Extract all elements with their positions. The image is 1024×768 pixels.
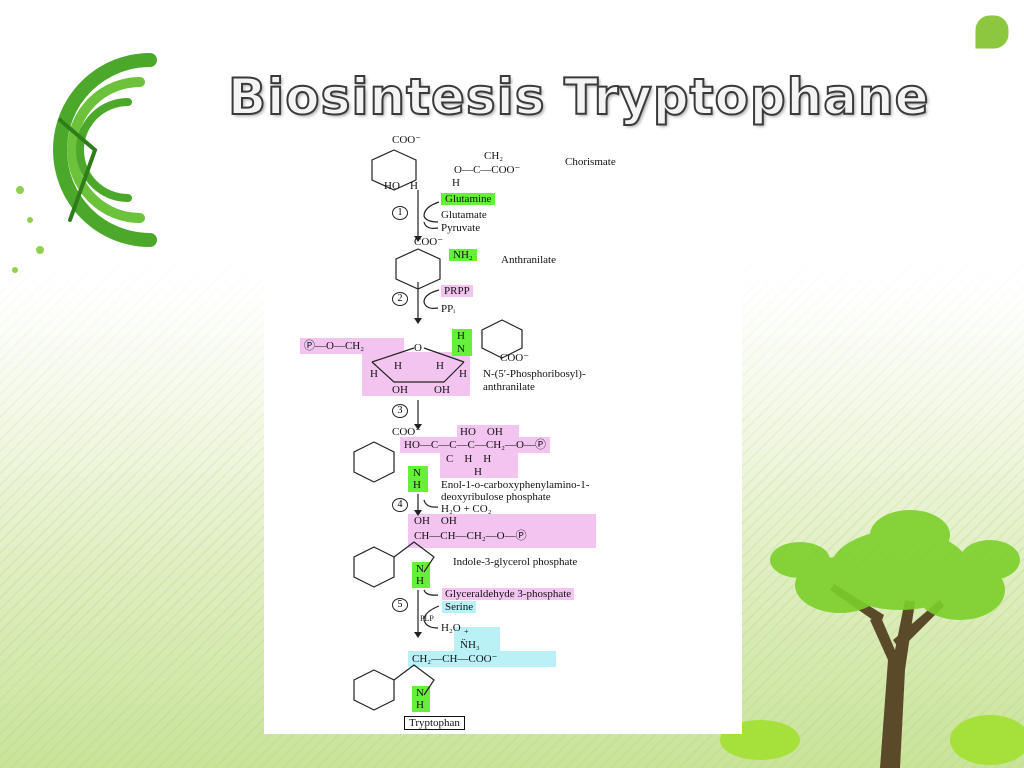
pra-h3: H: [436, 360, 444, 372]
highlight-phosphate: [300, 338, 404, 354]
cdrp-row2: C H H: [446, 453, 492, 465]
highlight-cdrp-bottom: [440, 452, 518, 478]
anthranilate-coo: COO⁻: [414, 236, 444, 248]
cdrp-h: H: [413, 479, 421, 491]
pra-phosphate-chain: Ⓟ—O—CH₂: [304, 340, 365, 352]
igp-chain: CH—CH—CH₂—O—Ⓟ: [414, 530, 527, 542]
highlight-igp-nh: [412, 562, 430, 588]
igp-n: N: [416, 563, 424, 575]
glyceraldehyde-3-phosphate: Glyceraldehyde 3-phosphate: [442, 588, 575, 600]
pra-h2: H: [394, 360, 402, 372]
highlight-nh3: [454, 627, 500, 653]
pra-coo: COO⁻: [500, 352, 530, 364]
tryptophan-pathway-diagram: COO⁻ CH₂ O—C—COO⁻ H HO H Chorismate 1 Gl…: [264, 132, 742, 734]
pra-n: N: [457, 343, 465, 355]
cdrp-label-2: deoxyribulose phosphate: [441, 491, 551, 503]
trp-h: H: [416, 699, 424, 711]
pyruvate: Pyruvate: [441, 222, 481, 234]
cdrp-row3: H: [474, 466, 482, 478]
green-leaf-icon: [972, 12, 1012, 52]
structure-lines: [353, 149, 523, 711]
highlight-nh: [452, 329, 472, 356]
chorismate-ho: HO: [384, 180, 400, 192]
pra-h: H: [457, 330, 465, 342]
glutamate: Glutamate: [441, 209, 487, 221]
igp-h: H: [416, 575, 424, 587]
tryptophan-label: Tryptophan: [404, 716, 465, 730]
serine: Serine: [442, 601, 477, 613]
trp-n: N: [416, 687, 424, 699]
prpp: PRPP: [441, 285, 473, 297]
cdrp-n: N: [413, 467, 421, 479]
pra-label-2: anthranilate: [483, 381, 535, 393]
pra-oh1: OH: [392, 384, 408, 396]
anthranilate-nh2: NH₂: [449, 249, 477, 261]
slide-title: Biosintesis Tryptophane: [227, 67, 930, 127]
pra-label-1: N-(5′-Phosphoribosyl)-: [483, 368, 586, 380]
chorismate-h2: H: [410, 180, 418, 192]
cdrp-chain: HO—C—C—C—CH₂—O—Ⓟ: [404, 439, 546, 451]
chorismate-label: Chorismate: [565, 156, 616, 168]
glutamine: Glutamine: [441, 193, 496, 205]
green-swirl-logo-icon: [12, 53, 157, 273]
trp-chain: CH₂—CH—COO⁻: [412, 653, 498, 665]
chorismate-coo: COO⁻: [392, 134, 422, 146]
step-1-number: 1: [392, 206, 408, 220]
trp-nh3: N̈H₃: [460, 639, 480, 651]
chorismate-h: H: [452, 177, 460, 189]
step-4-number: 4: [392, 498, 408, 512]
step-5-number: 5: [392, 598, 408, 612]
plp: PLP: [420, 614, 434, 623]
highlight-cdrp-top: [457, 425, 519, 439]
igp-label: Indole-3-glycerol phosphate: [453, 556, 578, 568]
pra-h4: H: [459, 368, 467, 380]
anthranilate-label: Anthranilate: [501, 254, 556, 266]
pra-ring-o: O: [414, 342, 422, 354]
pra-h1: H: [370, 368, 378, 380]
step-2-number: 2: [392, 292, 408, 306]
cdrp-top: HO OH: [460, 426, 503, 438]
igp-top: OH OH: [414, 515, 457, 527]
cdrp-label-1: Enol-1-o-carboxyphenylamino-1-: [441, 479, 590, 491]
pra-oh2: OH: [434, 384, 450, 396]
ppi: PPᵢ: [441, 303, 456, 315]
highlight-cdrp-chain: [400, 437, 550, 453]
chorismate-ch2: CH₂: [484, 150, 504, 162]
trp-plus: +: [464, 627, 469, 636]
highlight-trp-chain: [408, 651, 556, 667]
h2o: H₂O: [441, 622, 461, 634]
highlight-igp: [408, 514, 596, 548]
h2o-co2: H₂O + CO₂: [441, 503, 492, 515]
chorismate-chain: O—C—COO⁻: [454, 164, 521, 176]
step-3-number: 3: [392, 404, 408, 418]
cdrp-coo: COO⁻: [392, 426, 422, 438]
highlight-cdrp-nh: [408, 466, 428, 492]
